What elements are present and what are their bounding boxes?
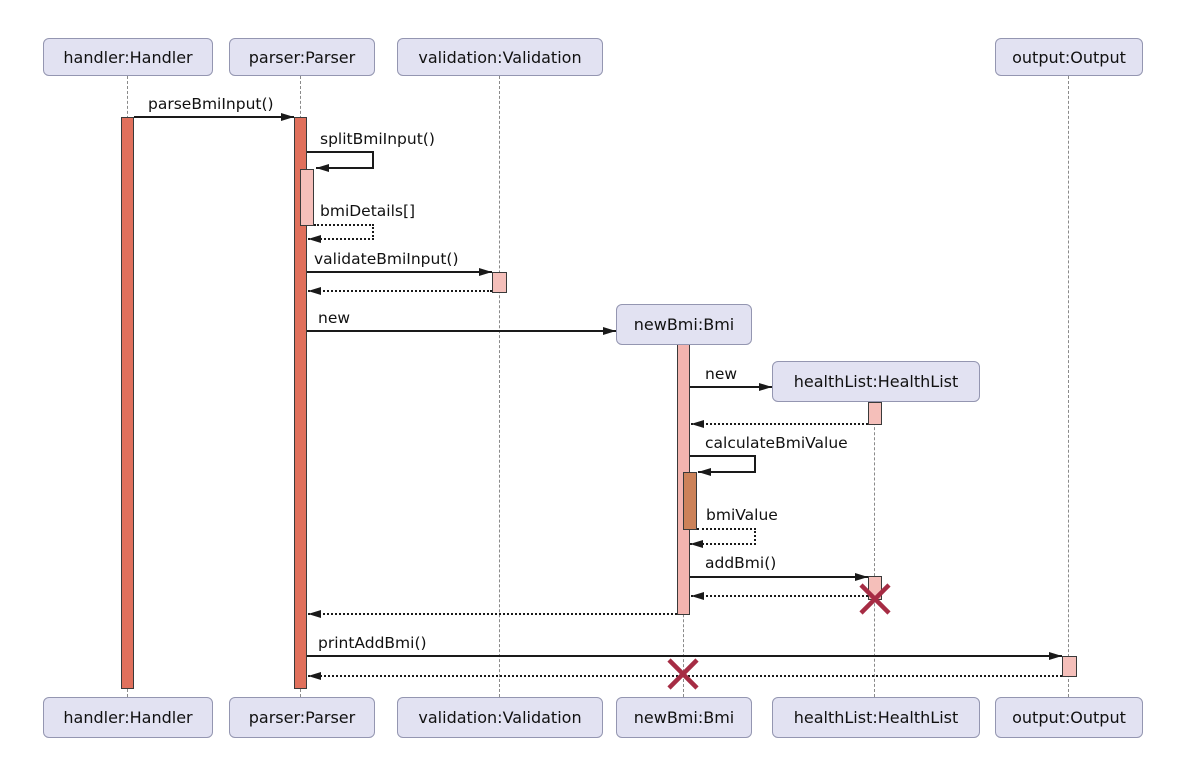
participant-output-top: output:Output <box>995 38 1143 76</box>
arrowhead-icon <box>308 235 321 243</box>
message-bmivalue-label: bmiValue <box>706 506 778 524</box>
activation-newbmi-nested <box>683 472 697 530</box>
lifeline-output <box>1068 76 1069 697</box>
arrowhead-icon <box>691 592 704 600</box>
participant-validation-bottom: validation:Validation <box>397 697 603 738</box>
activation-output <box>1062 656 1077 677</box>
participant-handler-label: handler:Handler <box>63 708 193 727</box>
destroy-x-icon-newbmi <box>666 657 700 691</box>
arrowhead-icon <box>759 383 772 391</box>
participant-validation-top: validation:Validation <box>397 38 603 76</box>
activation-healthlist-1 <box>868 402 882 425</box>
message-new-healthlist-label: new <box>705 365 738 383</box>
destroy-x-icon-healthlist <box>858 582 892 616</box>
arrowhead-icon <box>308 672 321 680</box>
arrowhead-icon <box>603 327 616 335</box>
message-validatebmiinput-label: validateBmiInput() <box>314 250 459 268</box>
message-new-newbmi-label: new <box>318 309 351 327</box>
message-splitbmiinput-line-out <box>307 151 374 153</box>
participant-handler-bottom: handler:Handler <box>43 697 213 738</box>
message-calculatebmivalue-label: calculateBmiValue <box>705 434 848 452</box>
message-bmidetails-label: bmiDetails[] <box>320 202 416 220</box>
message-calculatebmivalue-line-out <box>690 455 756 457</box>
message-bmivalue-line-out <box>697 528 756 530</box>
lifeline-healthlist <box>874 402 875 697</box>
arrowhead-icon <box>1049 652 1062 660</box>
participant-output-bottom: output:Output <box>995 697 1143 738</box>
activation-parser <box>294 117 307 689</box>
message-bmidetails-line-out <box>314 224 374 226</box>
participant-handler-top: handler:Handler <box>43 38 213 76</box>
participant-newbmi-bottom: newBmi:Bmi <box>616 697 752 738</box>
message-addbmi-label: addBmi() <box>705 554 777 572</box>
arrowhead-icon <box>308 287 321 295</box>
message-validatebmiinput-line <box>307 271 492 273</box>
activation-validation <box>492 272 507 293</box>
participant-validation-label: validation:Validation <box>418 708 582 727</box>
message-bmidetails-line-down <box>372 224 374 240</box>
arrowhead-icon <box>691 420 704 428</box>
participant-healthlist-bottom: healthList:HealthList <box>772 697 980 738</box>
participant-newbmi-created: newBmi:Bmi <box>616 304 752 345</box>
message-new-healthlist-return-line <box>691 423 868 425</box>
arrowhead-icon <box>690 540 703 548</box>
participant-newbmi-label: newBmi:Bmi <box>633 315 735 334</box>
lifeline-validation <box>499 76 500 697</box>
message-splitbmiinput-label: splitBmiInput() <box>320 130 435 148</box>
arrowhead-icon <box>308 610 321 618</box>
message-validatebmiinput-return-line <box>308 290 492 292</box>
message-splitbmiinput-line-back <box>316 167 374 169</box>
activation-handler <box>121 117 134 689</box>
activation-parser-nested <box>300 169 314 226</box>
participant-healthlist-created: healthList:HealthList <box>772 361 980 402</box>
arrowhead-icon <box>855 573 868 581</box>
message-splitbmiinput-line-down <box>372 151 374 169</box>
message-addbmi-return-line <box>691 595 868 597</box>
message-printaddbmi-line <box>307 655 1062 657</box>
message-parsebmiinput-label: parseBmiInput() <box>148 95 274 113</box>
arrowhead-icon <box>479 268 492 276</box>
message-printaddbmi-label: printAddBmi() <box>318 634 427 652</box>
message-bmivalue-line-down <box>754 528 756 545</box>
participant-healthlist-label: healthList:HealthList <box>793 708 959 727</box>
message-addbmi-line <box>690 576 868 578</box>
participant-newbmi-label: newBmi:Bmi <box>633 708 735 727</box>
message-calculatebmivalue-line-down <box>754 455 756 473</box>
participant-healthlist-label: healthList:HealthList <box>793 372 959 391</box>
participant-parser-bottom: parser:Parser <box>229 697 375 738</box>
arrowhead-icon <box>698 468 711 476</box>
arrowhead-icon <box>281 113 294 121</box>
participant-parser-label: parser:Parser <box>248 47 356 67</box>
message-new-healthlist-line <box>690 386 772 388</box>
message-calculatebmivalue-line-back <box>698 471 756 473</box>
participant-parser-top: parser:Parser <box>229 38 375 76</box>
message-bmivalue-line-back <box>690 543 756 545</box>
participant-validation-label: validation:Validation <box>418 47 582 67</box>
return-newbmi-to-parser-line <box>308 613 677 615</box>
participant-handler-label: handler:Handler <box>63 47 193 67</box>
message-bmidetails-line-back <box>308 238 374 240</box>
message-new-newbmi-line <box>307 330 616 332</box>
message-parsebmiinput-line <box>134 116 294 118</box>
participant-output-label: output:Output <box>1012 708 1126 727</box>
participant-parser-label: parser:Parser <box>248 708 356 727</box>
arrowhead-icon <box>316 164 329 172</box>
participant-output-label: output:Output <box>1012 47 1126 67</box>
